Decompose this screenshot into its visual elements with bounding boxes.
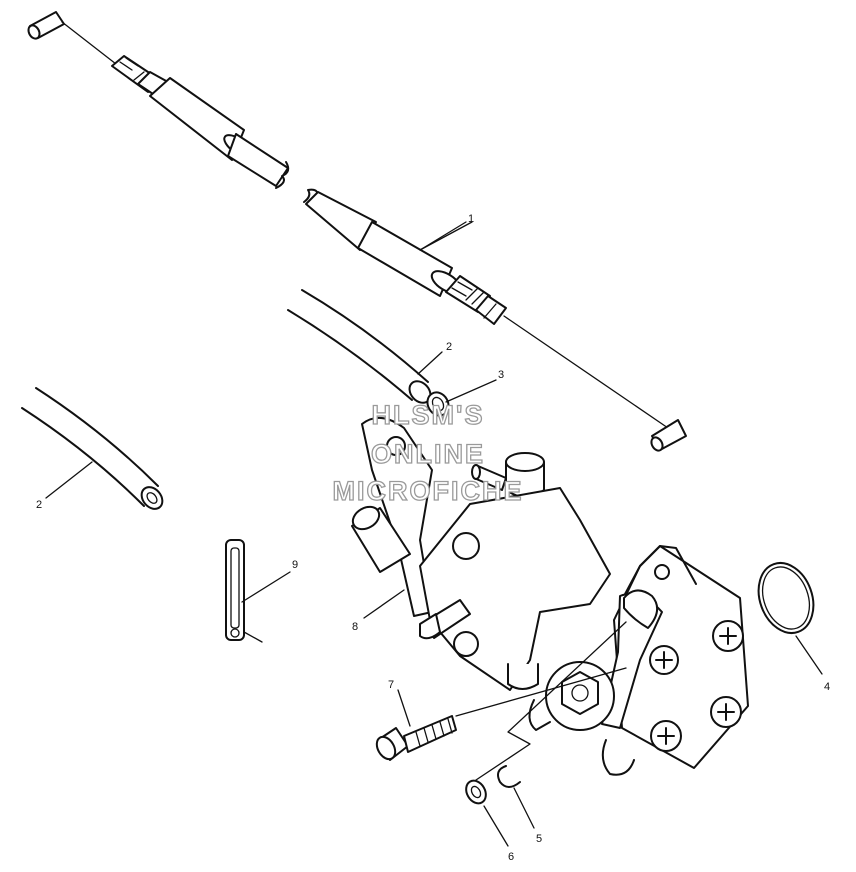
retaining-clip xyxy=(497,765,521,788)
o-ring xyxy=(757,562,815,634)
callout-5: 5 xyxy=(536,833,542,845)
cable-boot-top xyxy=(149,77,245,161)
watermark-line-3: MICROFICHE xyxy=(333,476,524,506)
flange-bolt xyxy=(375,715,457,761)
watermark-line-1: HLSM'S xyxy=(372,400,485,430)
hose-clamp xyxy=(426,391,450,417)
oil-hose-left xyxy=(21,387,164,510)
cable-adjuster-top xyxy=(111,55,169,97)
watermark: HLSM'S ONLINE MICROFICHE xyxy=(332,399,524,506)
callout-2-right-hose: 2 xyxy=(446,341,452,353)
cable-housing-lower xyxy=(305,191,377,251)
callout-labels: 1 2 2 3 4 5 6 7 8 9 xyxy=(36,213,830,863)
cover-screw xyxy=(712,620,744,652)
cover-screw xyxy=(710,696,742,728)
cable-adjuster-lower xyxy=(445,275,507,325)
leader-lines xyxy=(45,221,823,847)
cover-screw xyxy=(650,720,682,752)
callout-4: 4 xyxy=(824,681,830,693)
cable-housing-upper xyxy=(227,133,289,187)
pump-hex-bolt xyxy=(545,661,615,731)
callout-1: 1 xyxy=(468,213,474,225)
callout-8: 8 xyxy=(352,621,358,633)
watermark-line-2: ONLINE xyxy=(371,439,485,469)
pump-mounting-bracket xyxy=(361,417,433,617)
pump-housing xyxy=(419,487,611,691)
callout-6: 6 xyxy=(508,851,514,863)
callout-9: 9 xyxy=(292,559,298,571)
link-rod xyxy=(225,539,245,641)
cover-screw xyxy=(649,645,679,675)
washer xyxy=(465,779,487,805)
callout-3: 3 xyxy=(498,369,504,381)
oil-pump-assembly xyxy=(351,417,749,776)
cable-barrel-end-top xyxy=(27,11,65,40)
cable-boot-lower xyxy=(357,221,453,297)
oil-hose-right xyxy=(287,289,432,404)
callout-2-left-hose: 2 xyxy=(36,499,42,511)
oil-pump-cable xyxy=(27,11,687,452)
callout-7: 7 xyxy=(388,679,394,691)
cable-barrel-end-lower xyxy=(650,419,687,452)
